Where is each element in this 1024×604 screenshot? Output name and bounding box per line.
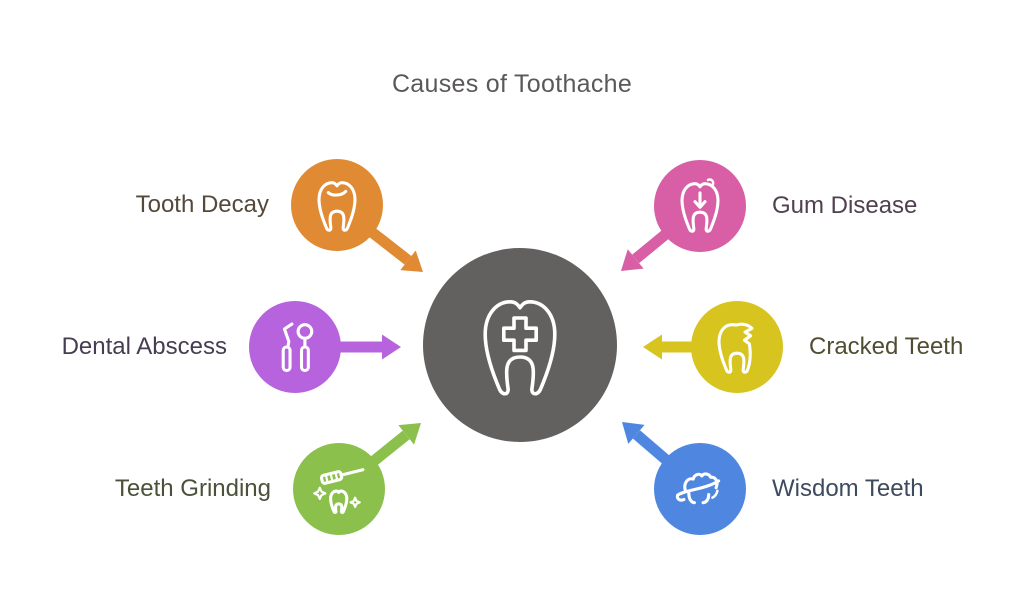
wisdom-tooth-icon [669, 458, 731, 520]
page-title: Causes of Toothache [391, 70, 633, 98]
gum-disease-tooth-icon [669, 175, 731, 237]
cause-bubble [249, 301, 341, 393]
dental-tools-icon [264, 316, 326, 378]
arrow-head-top-left [400, 250, 423, 272]
arrow-head-bottom-right [622, 422, 645, 444]
cause-label: Dental Abscess [61, 333, 227, 360]
cause-bubble [293, 443, 385, 535]
cause-label: Gum Disease [772, 192, 918, 219]
cause-label: Teeth Grinding [114, 475, 271, 502]
cause-label: Cracked Teeth [809, 333, 964, 360]
arrow-head-top-right [621, 249, 644, 271]
cause-label: Wisdom Teeth [772, 475, 924, 502]
arrow-head-middle-left [382, 334, 401, 360]
cause-label: Tooth Decay [135, 191, 269, 218]
tooth-brushing-icon [308, 458, 370, 520]
arrow-head-middle-right [643, 334, 662, 360]
cracked-tooth-icon [706, 316, 768, 378]
arrow-head-bottom-left [398, 423, 421, 445]
tooth-with-cross-icon [460, 285, 580, 405]
cause-bubble [291, 159, 383, 251]
decayed-tooth-icon [306, 174, 368, 236]
cause-bubble [654, 443, 746, 535]
center-circle [423, 248, 617, 442]
cause-bubble [654, 160, 746, 252]
cause-bubble [691, 301, 783, 393]
